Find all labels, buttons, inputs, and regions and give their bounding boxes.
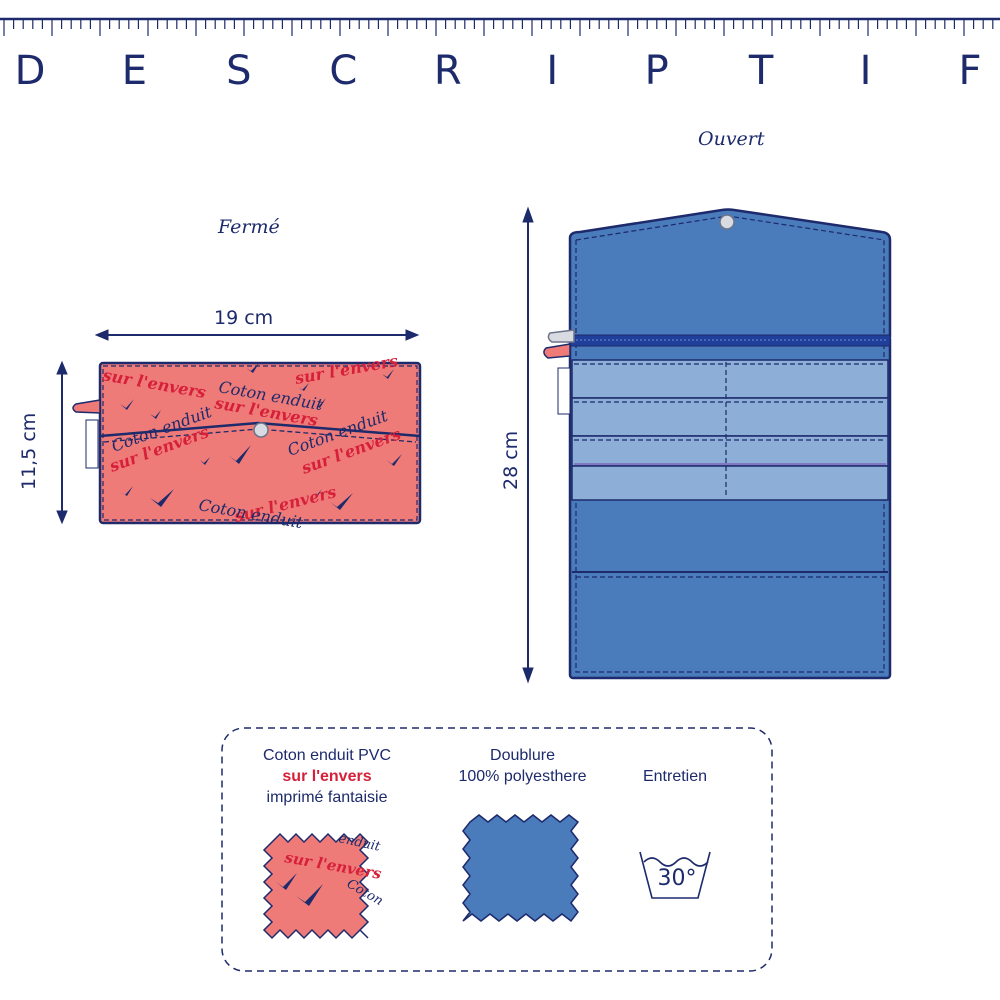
- snap-button-closed: [253, 422, 269, 438]
- zipper-pull-closed: [72, 399, 101, 414]
- check-pattern: [120, 363, 402, 510]
- zipper-pull-open: [547, 329, 575, 343]
- title-letter: D: [14, 48, 46, 94]
- coton-swatch: sur l'envers enduit Coton: [262, 831, 385, 940]
- card-slots: [571, 359, 889, 501]
- brand-tag-open: [557, 367, 571, 415]
- title-letter: S: [226, 48, 252, 94]
- material-line-3: imprimé fantaisie: [266, 789, 388, 806]
- material-line-2: sur l'envers: [282, 768, 372, 785]
- snap-button-open: [719, 214, 735, 230]
- title-letter: I: [546, 48, 559, 94]
- open-wallet-flap: [568, 208, 892, 338]
- closed-width-label: 19 cm: [214, 307, 274, 329]
- title-letter: P: [644, 48, 669, 94]
- title-letter: C: [329, 48, 358, 94]
- lining-line-2: 100% polyesthere: [458, 768, 587, 785]
- lining-line-1: Doublure: [490, 747, 555, 764]
- ruler: [0, 17, 1000, 36]
- wash-temperature: 30°: [657, 866, 697, 891]
- care-label: Entretien: [642, 768, 708, 785]
- lining-description: Doublure 100% polyesthere: [430, 745, 615, 787]
- open-height-arrow: [522, 206, 534, 684]
- title-letter: I: [859, 48, 872, 94]
- wash-30-icon: [639, 851, 711, 899]
- brand-tag-closed: [85, 419, 99, 469]
- title-letter: E: [121, 48, 148, 94]
- open-view-label: Ouvert: [698, 128, 765, 150]
- title-letter: T: [748, 48, 774, 94]
- closed-wallet-body: [98, 361, 422, 525]
- doublure-swatch: [462, 814, 580, 923]
- material-line-1: Coton enduit PVC: [262, 747, 392, 764]
- material-description: Coton enduit PVC sur l'envers imprimé fa…: [232, 745, 422, 808]
- closed-view-label: Fermé: [218, 216, 280, 238]
- closed-height-arrow: [56, 360, 68, 525]
- title-letter: F: [958, 48, 982, 94]
- closed-width-arrow: [94, 329, 420, 341]
- title-letter: R: [433, 48, 462, 94]
